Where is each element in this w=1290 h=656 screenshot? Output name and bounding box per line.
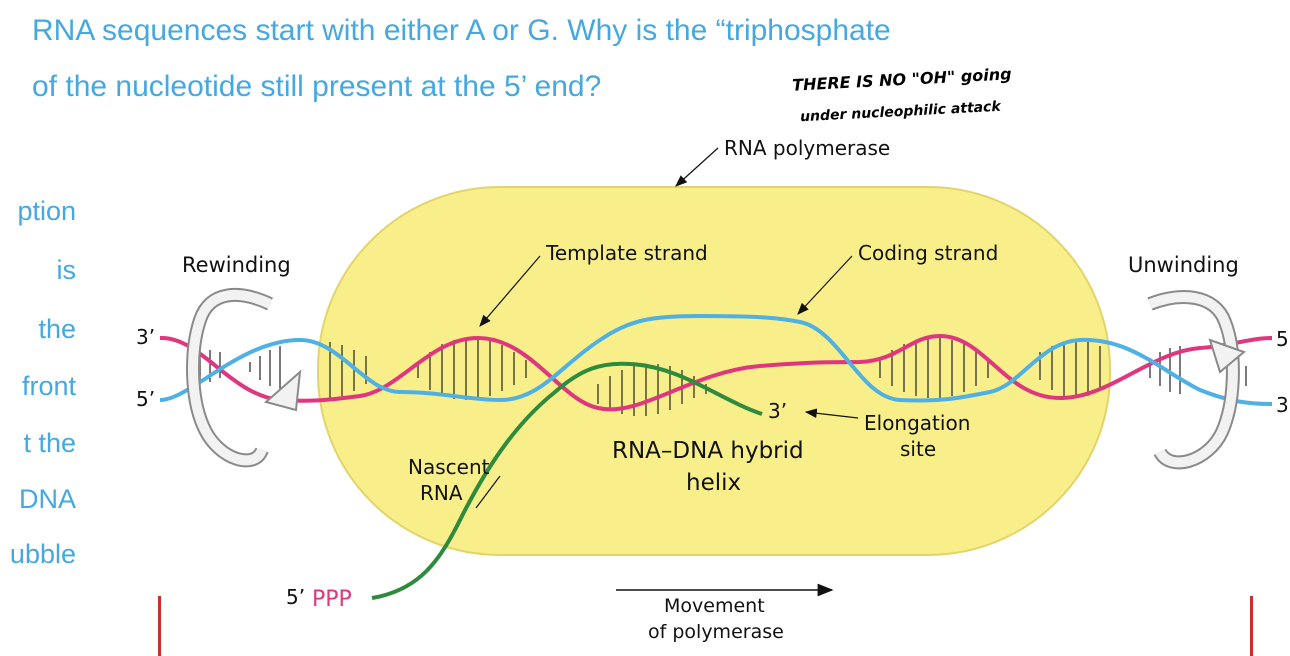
label-nascent-1: Nascent xyxy=(408,455,490,479)
label-coding-strand: Coding strand xyxy=(858,241,998,265)
rna-polymerase-body xyxy=(317,186,1111,556)
side-text-line: the xyxy=(38,314,76,344)
polymerase-pointer xyxy=(675,147,719,187)
side-text-line: DNA xyxy=(18,484,76,514)
label-ppp: PPP xyxy=(312,587,352,612)
elongation-pointer xyxy=(804,408,859,419)
rewinding-arrow-icon xyxy=(186,287,302,468)
label-rna-5prime: 5’ xyxy=(286,585,305,609)
red-vertical-bar-right xyxy=(1250,596,1253,656)
label-template-strand: Template strand xyxy=(545,241,708,265)
side-text-line: front xyxy=(21,371,76,401)
label-nascent-2: RNA xyxy=(420,481,463,505)
side-text-line: is xyxy=(56,255,77,285)
label-left-5prime: 5’ xyxy=(136,387,155,411)
label-hybrid-2: helix xyxy=(686,470,741,496)
label-right-5prime: 5’ xyxy=(1276,327,1290,351)
coding-strand xyxy=(159,313,1273,406)
side-text-line: ption xyxy=(17,196,76,226)
red-vertical-bar-left xyxy=(158,596,161,656)
label-movement-1: Movement xyxy=(664,595,765,617)
question-line-2: of the nucleotide still present at the 5… xyxy=(32,70,602,103)
label-rna-3prime: 3’ xyxy=(768,399,787,423)
nascent-rna xyxy=(371,361,763,600)
template-pointer xyxy=(479,255,541,327)
label-hybrid-1: RNA–DNA hybrid xyxy=(612,438,804,464)
coding-pointer xyxy=(797,255,853,315)
nascent-pointer xyxy=(475,475,501,509)
unwinding-arrow-icon xyxy=(1147,290,1246,470)
label-rewinding: Rewinding xyxy=(182,253,291,277)
label-elongation-1: Elongation xyxy=(864,411,970,435)
label-right-3prime: 3’ xyxy=(1276,393,1290,417)
question-line-1: RNA sequences start with either A or G. … xyxy=(32,14,891,47)
label-rna-polymerase: RNA polymerase xyxy=(724,136,890,160)
label-movement-2: of polymerase xyxy=(648,621,784,643)
template-strand xyxy=(159,333,1273,412)
label-left-3prime: 3’ xyxy=(136,325,155,349)
side-text-line: ubble xyxy=(9,539,76,569)
label-unwinding: Unwinding xyxy=(1128,253,1239,277)
label-elongation-2: site xyxy=(900,437,936,461)
side-text-line: t the xyxy=(23,428,76,458)
